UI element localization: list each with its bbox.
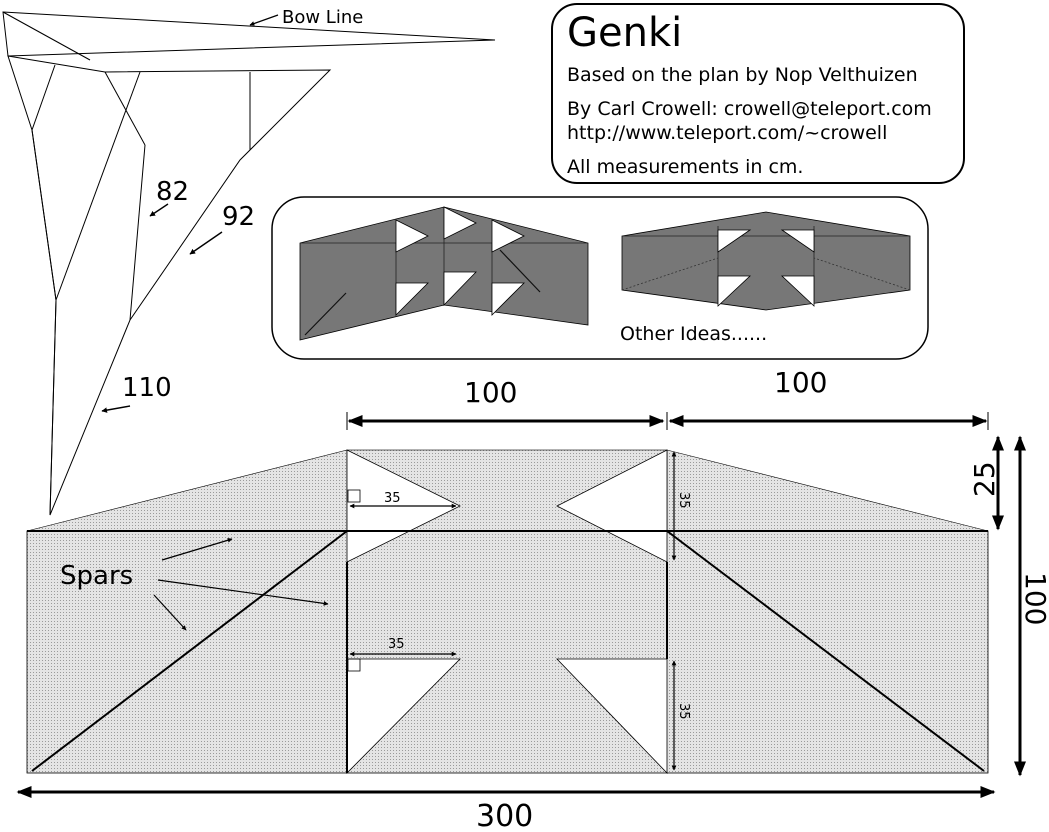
arrow-92 — [189, 231, 223, 255]
spars-annotation: Spars — [60, 537, 329, 631]
overall-dimensions — [16, 412, 1026, 798]
dim-top-right-label: 100 — [774, 366, 827, 399]
spars-label: Spars — [60, 561, 133, 591]
sail-top-right-triangle — [666, 449, 989, 532]
bridle-upper-leg — [2, 11, 91, 61]
vent-upper-right — [556, 449, 668, 563]
author-line: By Carl Crowell: crowell@teleport.com — [567, 98, 932, 120]
bridle-leg-a — [31, 64, 56, 131]
page-title: Genki — [567, 10, 683, 56]
idea-kite-1 — [299, 206, 589, 341]
bridle-length-82: 82 — [156, 177, 189, 207]
vent-lower-right — [556, 658, 668, 774]
title-box: Genki Based on the plan by Nop Velthuize… — [551, 3, 965, 184]
arrow-110 — [101, 405, 131, 413]
bridle-length-92: 92 — [222, 202, 255, 232]
bridle-leg-e — [55, 71, 141, 301]
right-angle-mark-lower — [347, 658, 361, 672]
bridle-diagram — [2, 11, 496, 516]
other-ideas-panel: Other Ideas...... — [271, 196, 929, 360]
vent-upper-height-label: 35 — [676, 492, 691, 509]
dim-top-left-label: 100 — [464, 376, 517, 409]
vent-upper-width-label: 35 — [384, 491, 401, 506]
bridle-leg-b — [31, 129, 57, 301]
dim-right-small-label: 25 — [968, 461, 1001, 497]
sail-body — [26, 530, 989, 774]
bridle-length-110: 110 — [122, 373, 172, 403]
url-line: http://www.teleport.com/~crowell — [567, 122, 888, 144]
vent-dimensions — [349, 451, 677, 771]
arrow-82 — [149, 203, 169, 217]
bridle-leg-c — [104, 71, 146, 146]
subtitle: Based on the plan by Nop Velthuizen — [567, 64, 918, 86]
right-angle-mark-upper — [347, 489, 361, 503]
bow-line-arrow — [249, 14, 279, 26]
dim-bottom-label: 300 — [476, 799, 533, 827]
sail-top-left-triangle — [26, 449, 348, 532]
main-sail — [26, 449, 989, 774]
spar-right-diagonal — [666, 530, 985, 772]
bridle-leg-d — [129, 144, 146, 321]
bridle-leg-g — [49, 299, 57, 516]
dim-right-large-label: 100 — [1019, 572, 1049, 625]
bridle-top-wing — [2, 11, 496, 57]
bow-line-label: Bow Line — [282, 7, 363, 28]
idea-kite-2 — [621, 211, 911, 311]
spar-left-diagonal — [31, 530, 348, 772]
units-note: All measurements in cm. — [567, 156, 804, 178]
vent-lower-width-label: 35 — [388, 637, 405, 652]
bridle-labels: Bow Line 82 92 110 — [101, 7, 363, 413]
other-ideas-label: Other Ideas...... — [620, 323, 767, 345]
vent-lower-height-label: 35 — [676, 703, 691, 720]
